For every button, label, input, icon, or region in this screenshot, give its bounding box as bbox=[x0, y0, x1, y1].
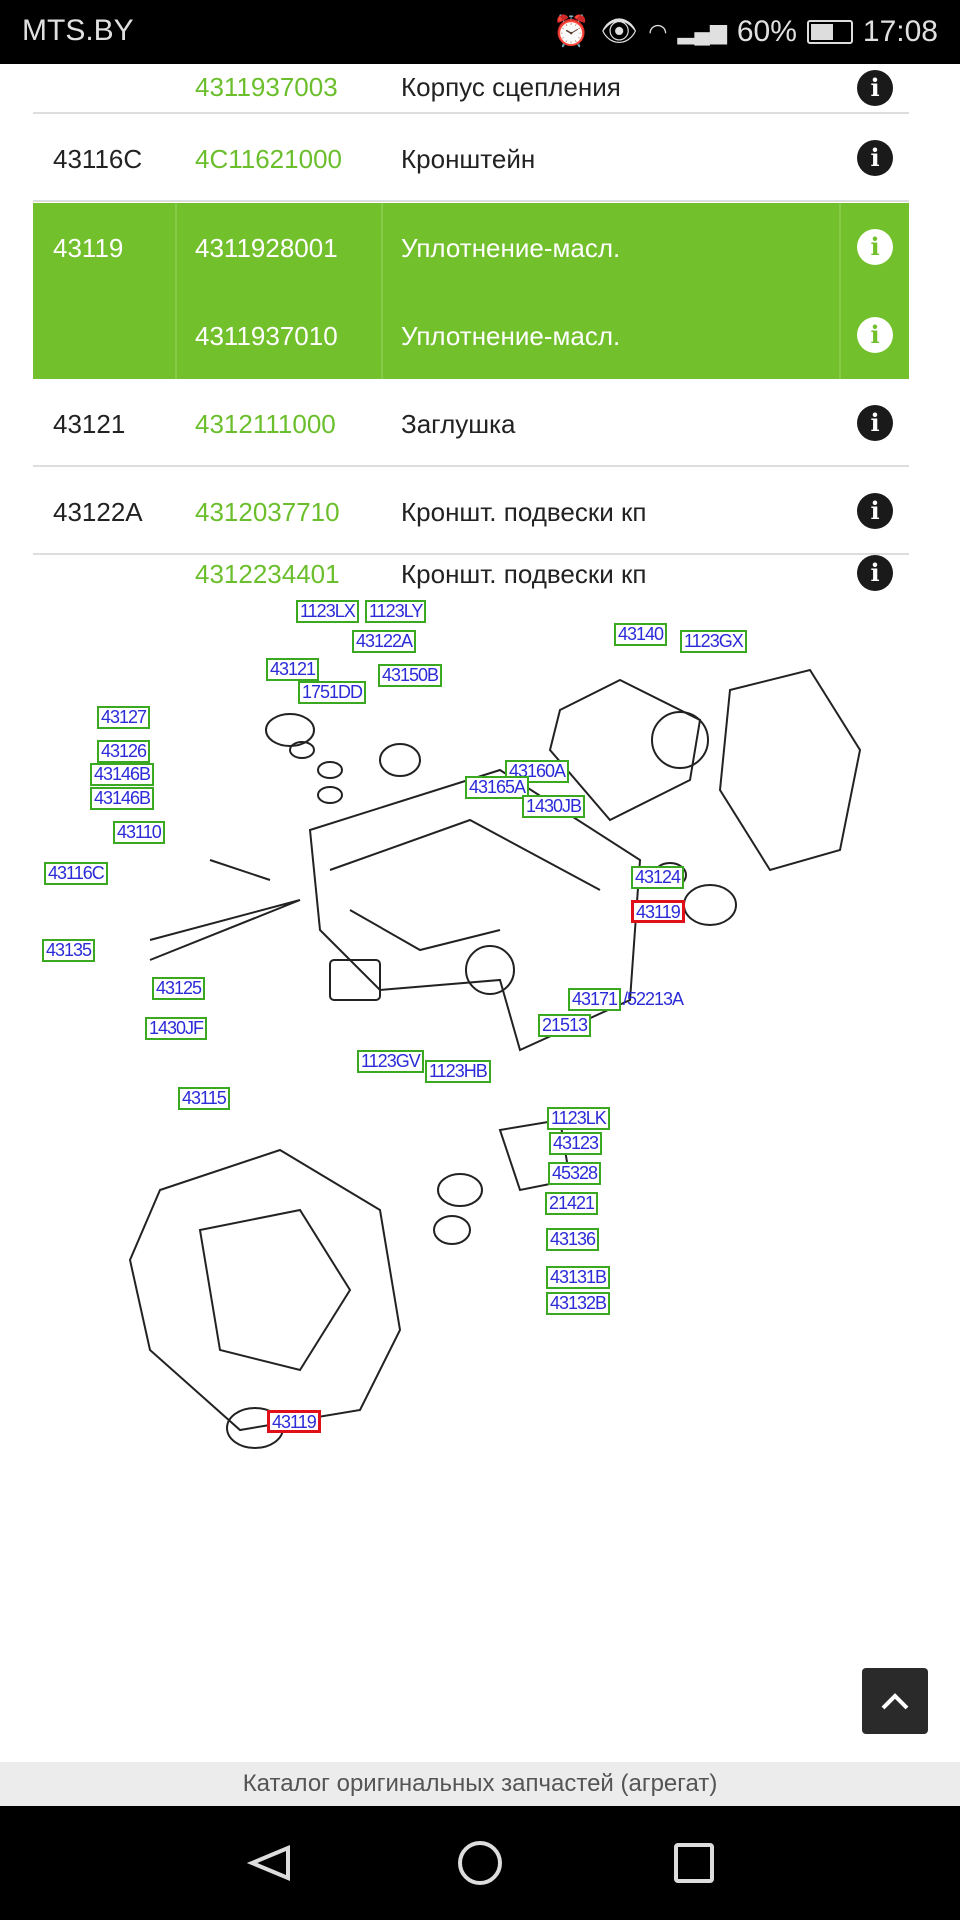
diagram-label-highlighted[interactable]: 43119 bbox=[631, 900, 685, 923]
diagram-label[interactable]: 43146B bbox=[90, 787, 155, 810]
alarm-icon: ⏰ bbox=[552, 15, 591, 48]
home-icon[interactable] bbox=[458, 1841, 502, 1885]
diagram-label[interactable]: 43122A bbox=[352, 630, 417, 653]
table-row[interactable]: 43121 4312111000 Заглушка i bbox=[33, 379, 909, 467]
diagram-label[interactable]: 1123LX bbox=[296, 600, 359, 623]
diagram-label[interactable]: 45328 bbox=[548, 1162, 602, 1185]
diagram-label[interactable]: 43110 bbox=[113, 821, 165, 844]
diagram-label[interactable]: 43140 bbox=[614, 623, 668, 646]
diagram-label[interactable]: 21513 bbox=[538, 1014, 592, 1037]
scroll-to-top-button[interactable] bbox=[862, 1668, 928, 1734]
diagram-label[interactable]: 43125 bbox=[152, 977, 206, 1000]
battery-icon bbox=[806, 19, 853, 44]
diagram-label[interactable]: 1430JB bbox=[522, 795, 586, 818]
diagram-label[interactable]: 43121 bbox=[266, 658, 320, 681]
diagram-label[interactable]: 1123GV bbox=[357, 1050, 424, 1073]
info-icon[interactable]: i bbox=[857, 555, 893, 591]
part-name: Уплотнение-масл. bbox=[401, 233, 621, 263]
part-number-link[interactable]: 4311928001 bbox=[195, 233, 338, 263]
table-row[interactable]: 43116C 4C11621000 Кронштейн i bbox=[33, 114, 909, 202]
info-icon[interactable]: i bbox=[857, 493, 893, 529]
diagram-label[interactable]: 43132B bbox=[546, 1292, 611, 1315]
parts-table: 4311937003 Корпус сцепления i 43116C 4C1… bbox=[33, 0, 909, 600]
diagram-label[interactable]: 1123GX bbox=[680, 630, 747, 653]
diagram-label[interactable]: 1123HB bbox=[425, 1060, 491, 1083]
diagram-label[interactable]: 43115 bbox=[178, 1087, 230, 1110]
part-number-link[interactable]: 4312234401 bbox=[195, 559, 340, 589]
part-name: Корпус сцепления bbox=[401, 72, 621, 102]
diagram-label[interactable]: 43146B bbox=[90, 763, 155, 786]
back-icon[interactable] bbox=[246, 1845, 290, 1881]
part-number-link[interactable]: 4312037710 bbox=[195, 497, 340, 527]
diagram-label[interactable]: 43124 bbox=[631, 866, 685, 889]
diagram-label[interactable]: 21421 bbox=[545, 1192, 599, 1215]
diagram-label[interactable]: 43123 bbox=[549, 1132, 603, 1155]
diagram-label[interactable]: 43131B bbox=[546, 1266, 611, 1289]
row-code: 43119 bbox=[53, 233, 124, 263]
row-code: 43121 bbox=[53, 409, 126, 439]
diagram-text: /52213A bbox=[623, 989, 684, 1009]
info-icon[interactable]: i bbox=[857, 317, 893, 353]
navigation-bar bbox=[0, 1806, 960, 1920]
diagram-label[interactable]: 43127 bbox=[97, 706, 151, 729]
diagram-label[interactable]: 43171 bbox=[568, 988, 622, 1011]
row-code: 43122A bbox=[53, 497, 143, 527]
status-bar: MTS.BY ⏰ 👁 ◠ ▂▄▆ 60% 17:08 bbox=[0, 0, 960, 64]
part-name: Уплотнение-масл. bbox=[401, 321, 621, 351]
row-code: 43116C bbox=[53, 144, 143, 174]
parts-diagram: 1123LX 1123LY 43122A 43140 1123GX 43121 … bbox=[0, 600, 960, 1760]
eye-icon: 👁 bbox=[600, 15, 639, 48]
signal-icon: ▂▄▆ bbox=[677, 18, 727, 44]
table-row[interactable]: 4311937003 Корпус сцепления i bbox=[33, 64, 909, 114]
diagram-label[interactable]: 43136 bbox=[546, 1228, 600, 1251]
part-number-link[interactable]: 4C11621000 bbox=[195, 144, 342, 174]
info-icon[interactable]: i bbox=[857, 140, 893, 176]
part-name: Кроншт. подвески кп bbox=[401, 559, 647, 589]
part-number-link[interactable]: 4311937010 bbox=[195, 321, 338, 351]
table-row[interactable]: 4312234401 Кроншт. подвески кп i bbox=[33, 555, 909, 597]
table-row-highlighted[interactable]: 4311937010 Уплотнение-масл. i bbox=[33, 291, 909, 379]
caption: Каталог оригинальных запчастей (агрегат) bbox=[0, 1762, 960, 1806]
carrier: MTS.BY bbox=[22, 14, 134, 47]
diagram-label[interactable]: 1430JF bbox=[145, 1017, 208, 1040]
clock: 17:08 bbox=[862, 14, 938, 48]
part-number-link[interactable]: 4312111000 bbox=[195, 409, 336, 439]
part-number-link[interactable]: 4311937003 bbox=[195, 72, 338, 102]
diagram-label[interactable]: 1123LY bbox=[365, 600, 427, 623]
battery-percent: 60% bbox=[736, 14, 797, 48]
diagram-label[interactable]: 1123LK bbox=[547, 1107, 610, 1130]
wifi-icon: ◠ bbox=[648, 18, 668, 44]
part-name: Кронштейн bbox=[401, 144, 536, 174]
info-icon[interactable]: i bbox=[857, 405, 893, 441]
diagram-label[interactable]: 43116C bbox=[44, 862, 108, 885]
part-name: Заглушка bbox=[401, 409, 516, 439]
diagram-label[interactable]: 43150B bbox=[378, 664, 443, 687]
info-icon[interactable]: i bbox=[857, 229, 893, 265]
diagram-label[interactable]: 43126 bbox=[97, 740, 151, 763]
diagram-label[interactable]: 43135 bbox=[42, 939, 96, 962]
table-row[interactable]: 43122A 4312037710 Кроншт. подвески кп i bbox=[33, 467, 909, 555]
info-icon[interactable]: i bbox=[857, 70, 893, 106]
diagram-label-highlighted[interactable]: 43119 bbox=[267, 1410, 321, 1433]
diagram-label[interactable]: 43165A bbox=[465, 776, 530, 799]
table-row-highlighted[interactable]: 43119 4311928001 Уплотнение-масл. i bbox=[33, 203, 909, 291]
exploded-view-drawing bbox=[128, 668, 862, 1449]
chevron-up-icon bbox=[881, 1693, 909, 1710]
part-name: Кроншт. подвески кп bbox=[401, 497, 647, 527]
diagram-label[interactable]: 1751DD bbox=[298, 681, 367, 704]
recents-icon[interactable] bbox=[674, 1843, 714, 1883]
